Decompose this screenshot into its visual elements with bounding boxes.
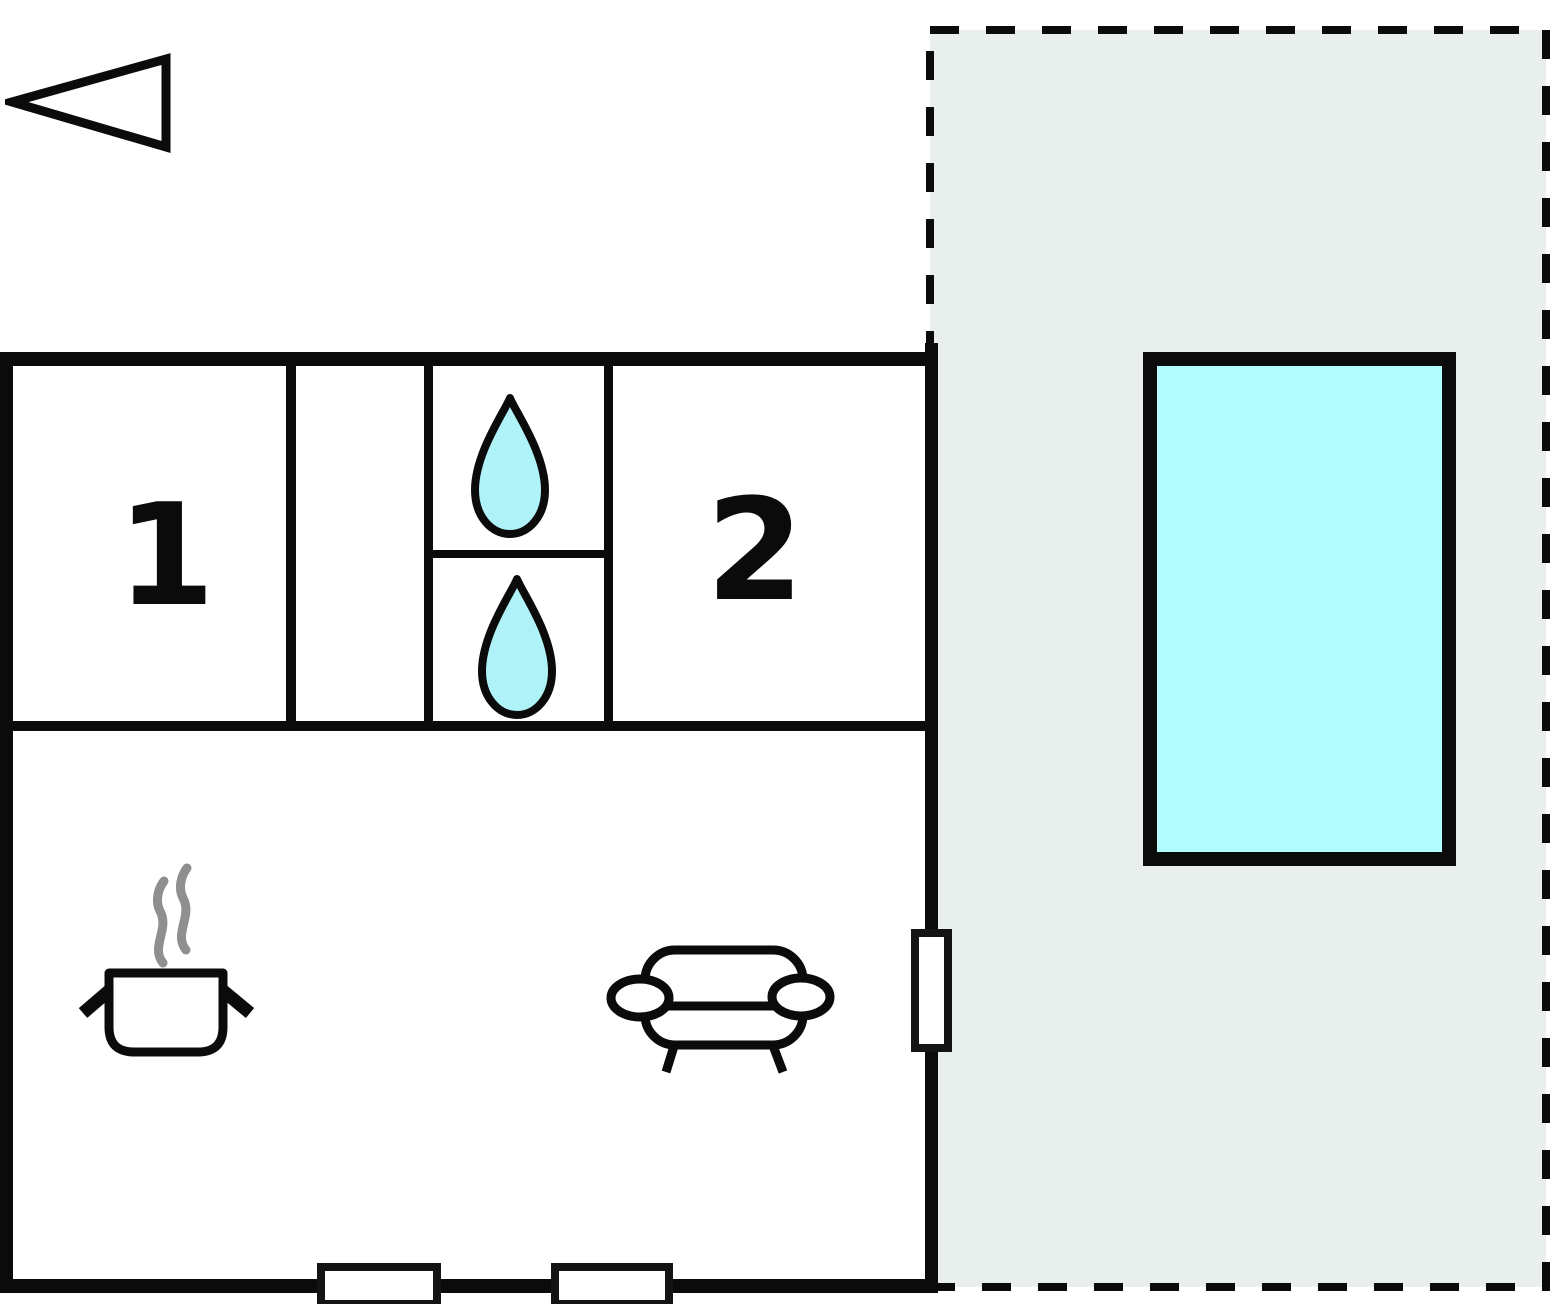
sofa-icon [606,945,835,1074]
hallway-area [296,366,424,721]
room-1-label: 1 [116,473,216,638]
wall-hallway-bathroom [424,366,433,721]
water-drop-icon [478,575,556,719]
wall-exterior-left [0,352,13,1293]
door-right-wall [911,929,952,1052]
direction-arrow-icon [5,53,171,154]
wall-exterior-top [0,352,938,366]
wall-room1-hallway [286,366,296,721]
water-drop-icon [471,394,549,538]
room-2-label: 2 [705,468,805,633]
wall-exterior-bottom [0,1279,938,1293]
swimming-pool [1143,352,1456,866]
wall-interior-horizontal [13,721,925,731]
wall-exterior-right [925,343,938,1293]
steaming-pot-icon [78,863,255,1057]
window-bottom-right [551,1263,673,1304]
window-bottom-left [317,1263,441,1304]
building-interior [0,352,938,1293]
wall-bathroom-divider [433,550,604,558]
wall-bathroom-room2 [604,366,613,721]
